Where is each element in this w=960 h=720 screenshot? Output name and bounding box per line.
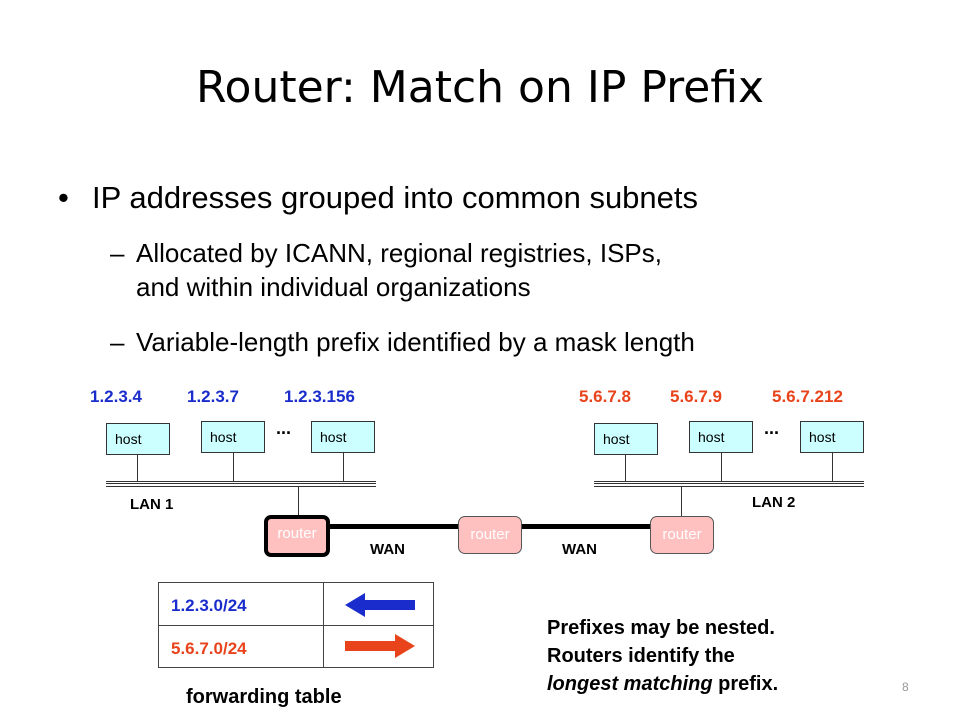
page-number: 8 xyxy=(902,680,909,694)
host-link xyxy=(233,453,234,482)
note-line-3-rest: prefix. xyxy=(712,673,779,695)
forwarding-table: 1.2.3.0/24 5.6.7.0/24 xyxy=(158,582,434,668)
host-link xyxy=(343,453,344,482)
host-box: host xyxy=(594,423,658,455)
note-line-2: Routers identify the xyxy=(547,645,735,667)
prefix-lan1: 1.2.3.0/24 xyxy=(171,596,247,615)
lan2-ip-3: 5.6.7.212 xyxy=(772,387,843,406)
prefix-lan2: 5.6.7.0/24 xyxy=(171,639,247,658)
table-row-divider xyxy=(159,625,433,626)
note-emphasis: longest matching xyxy=(547,673,713,695)
host-box: host xyxy=(800,421,864,453)
wan-label: WAN xyxy=(562,541,597,558)
lan1-ip-1: 1.2.3.4 xyxy=(90,387,142,406)
host-box: host xyxy=(106,423,170,455)
wan-link xyxy=(324,524,460,529)
lan1-ip-2: 1.2.3.7 xyxy=(187,387,239,406)
host-box: host xyxy=(311,421,375,453)
wan-label: WAN xyxy=(370,541,405,558)
bullet-text: IP addresses grouped into common subnets xyxy=(92,180,699,215)
router-lan1: router xyxy=(264,515,330,557)
ellipsis: ... xyxy=(276,418,292,438)
lan1-bus xyxy=(106,481,376,487)
nesting-note: Prefixes may be nested. Routers identify… xyxy=(547,614,778,698)
sub-bullet-prefix: –Variable-length prefix identified by a … xyxy=(110,325,695,359)
right-arrow-icon xyxy=(345,634,415,658)
sub-bullet-allocation: –Allocated by ICANN, regional registries… xyxy=(110,236,662,304)
lan2-bus xyxy=(594,481,864,487)
sub-bullet-text: Allocated by ICANN, regional registries,… xyxy=(136,238,662,268)
note-line-1: Prefixes may be nested. xyxy=(547,617,775,639)
wan-link xyxy=(520,524,654,529)
router-middle: router xyxy=(458,516,522,554)
host-box: host xyxy=(201,421,265,453)
ellipsis: ... xyxy=(764,418,780,438)
note-line-3: longest matching prefix. xyxy=(547,670,778,698)
router-link xyxy=(298,487,299,517)
sub-bullet-dash: – xyxy=(110,327,125,357)
main-bullet: • IP addresses grouped into common subnet… xyxy=(58,180,698,216)
host-link xyxy=(832,453,833,482)
table-column-divider xyxy=(323,583,324,667)
host-link xyxy=(721,453,722,482)
lan2-ip-2: 5.6.7.9 xyxy=(670,387,722,406)
lan1-ip-3: 1.2.3.156 xyxy=(284,387,355,406)
host-link xyxy=(137,455,138,482)
bullet-dot: • xyxy=(58,180,69,215)
router-link xyxy=(681,487,682,517)
host-link xyxy=(625,455,626,482)
forwarding-table-label: forwarding table xyxy=(186,686,342,708)
router-lan2: router xyxy=(650,516,714,554)
slide-title: Router: Match on IP Prefix xyxy=(195,62,765,113)
lan1-label: LAN 1 xyxy=(130,496,174,513)
lan2-ip-1: 5.6.7.8 xyxy=(579,387,631,406)
left-arrow-icon xyxy=(345,593,415,617)
sub-bullet-text: Variable-length prefix identified by a m… xyxy=(136,327,695,357)
lan2-label: LAN 2 xyxy=(752,494,796,511)
sub-bullet-dash: – xyxy=(110,238,125,268)
sub-bullet-continuation: and within individual organizations xyxy=(136,272,531,302)
host-box: host xyxy=(689,421,753,453)
